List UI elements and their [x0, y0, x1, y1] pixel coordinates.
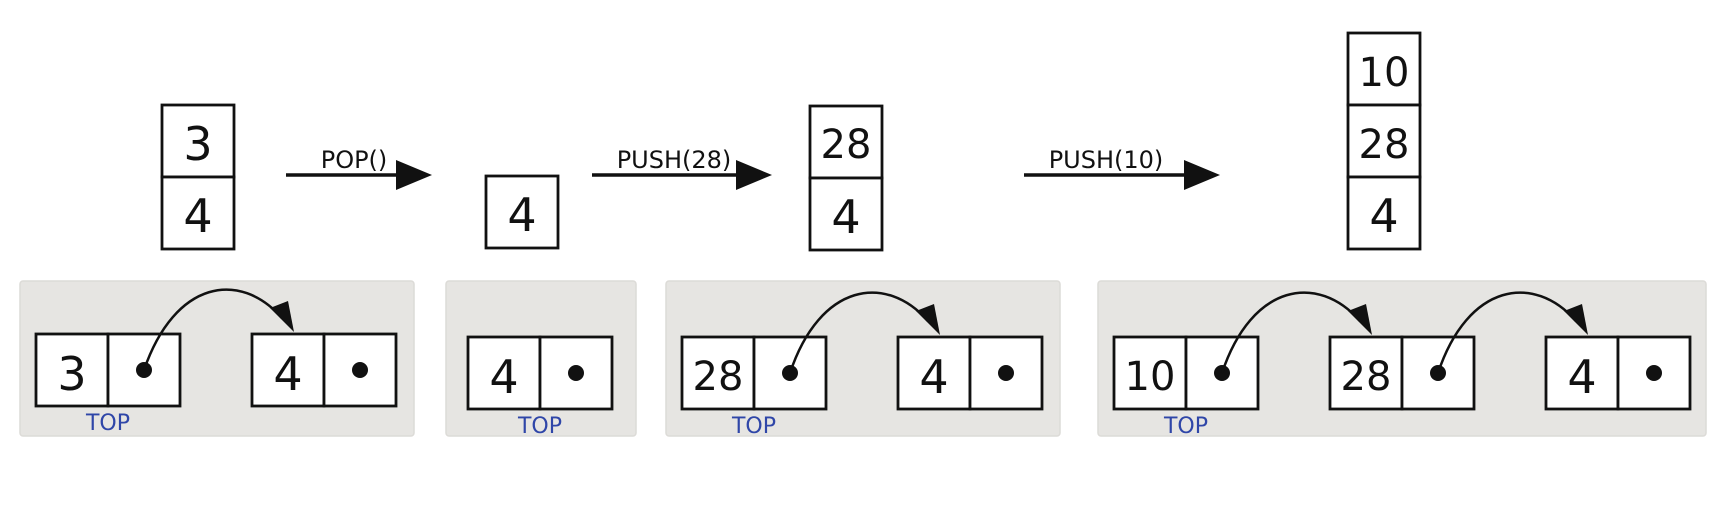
list-1-node-1-value-cell: [250, 332, 326, 408]
list-panel-4: 10 28 4 TOP: [1097, 280, 1707, 439]
stack-1-cell-1: [160, 175, 236, 251]
link-arrow: [1220, 291, 1361, 374]
list-4-node-1-value-cell: [1328, 335, 1404, 411]
stack-1-value-1: 4: [183, 189, 212, 243]
list-1-node-0-value-cell: [34, 332, 110, 408]
top-label: TOP: [1163, 414, 1208, 439]
stack-4-cell-1: [1346, 103, 1422, 179]
link-arrow: [788, 291, 929, 374]
list-1-node-0-value: 3: [57, 347, 86, 401]
stack-2: 4: [484, 174, 560, 250]
list-3-node-0-value: 28: [693, 354, 744, 400]
operation-arrow-pop: POP(): [286, 146, 432, 190]
top-label: TOP: [731, 414, 776, 439]
link-arrow: [1436, 291, 1577, 374]
link-arrow-head-icon: [1348, 304, 1372, 335]
list-1-node-1-value: 4: [273, 347, 302, 401]
list-panel-1: 3 4 TOP: [19, 280, 415, 437]
top-label: TOP: [517, 414, 562, 439]
list-2-node-0-value-cell: [466, 335, 542, 411]
operation-label-push-28: PUSH(28): [617, 146, 732, 174]
operation-arrow-push-10: PUSH(10): [1024, 146, 1220, 190]
null-dot-icon: [568, 365, 584, 381]
stack-4-value-2: 4: [1369, 189, 1398, 243]
list-3-node-1-value: 4: [919, 350, 948, 404]
operation-label-push-10: PUSH(10): [1049, 146, 1164, 174]
list-panel-3: 28 4 TOP: [665, 280, 1061, 439]
list-4-node-1-value: 28: [1341, 354, 1392, 400]
null-dot-icon: [1646, 365, 1662, 381]
list-2-node-0-value: 4: [489, 350, 518, 404]
arrow-head-icon: [736, 160, 772, 190]
null-dot-icon: [998, 365, 1014, 381]
stack-2-value-0: 4: [507, 188, 536, 242]
stack-3-cell-0: [808, 104, 884, 180]
null-dot-icon: [352, 362, 368, 378]
operation-label-pop: POP(): [321, 146, 388, 174]
link-arrow-head-icon: [916, 304, 940, 335]
list-4-node-2-value: 4: [1567, 350, 1596, 404]
stack-1: 3 4: [160, 103, 236, 251]
link-arrow: [142, 288, 283, 371]
stack-4-value-0: 10: [1359, 50, 1410, 96]
arrow-head-icon: [1184, 160, 1220, 190]
stack-3-value-0: 28: [821, 122, 872, 168]
arrow-head-icon: [396, 160, 432, 190]
stack-2-cell-0: [484, 174, 560, 250]
stack-4-value-1: 28: [1359, 122, 1410, 168]
stack-3-cell-1: [808, 176, 884, 252]
list-3-node-0-value-cell: [680, 335, 756, 411]
link-arrow-head-icon: [270, 301, 294, 332]
list-4-node-0-pointer-cell: [1184, 335, 1260, 411]
stack-4-cell-2: [1346, 175, 1422, 251]
operation-arrow-push-28: PUSH(28): [592, 146, 772, 190]
top-label: TOP: [85, 411, 130, 436]
stack-1-value-0: 3: [183, 117, 212, 171]
stack-3-value-1: 4: [831, 190, 860, 244]
stack-4: 10 28 4: [1346, 31, 1422, 251]
list-4-node-2-value-cell: [1544, 335, 1620, 411]
link-arrow-head-icon: [1564, 304, 1588, 335]
list-4-node-0-value: 10: [1125, 354, 1176, 400]
stack-3: 28 4: [808, 104, 884, 252]
list-panel-2: 4 TOP: [445, 280, 637, 439]
